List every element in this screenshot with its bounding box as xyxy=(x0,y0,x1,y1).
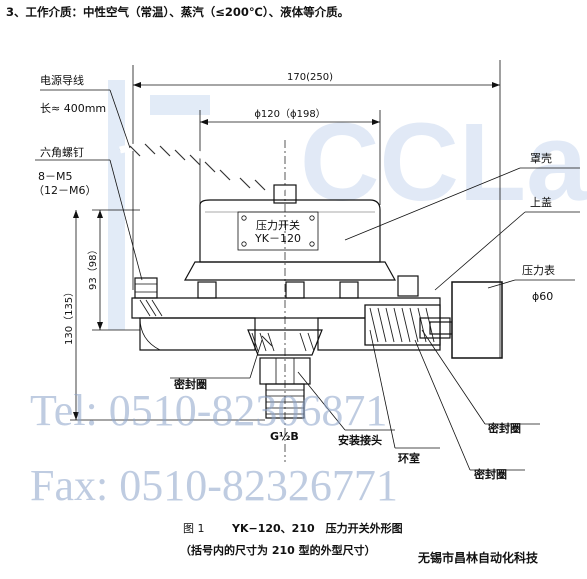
leader-lines xyxy=(35,89,580,471)
dim-height-total: 130（135） xyxy=(63,287,75,345)
label-seal-right-2: 密封圈 xyxy=(474,467,507,481)
power-cable xyxy=(119,142,297,204)
label-install-joint: 安装接头 xyxy=(338,433,382,447)
pressure-gauge-icon xyxy=(451,281,503,359)
label-pressure-gauge: 压力表 xyxy=(522,263,555,277)
nameplate xyxy=(237,211,319,251)
cover: 压力开关 YK－120 xyxy=(199,199,381,263)
label-screw-spec-alt: （12－M6） xyxy=(33,184,97,197)
label-power-wire: 电源导线 xyxy=(40,73,84,87)
hex-screw-icon xyxy=(134,275,419,299)
company-name: 无锡市昌林自动化科技 xyxy=(417,550,539,565)
caption-fig: 图 1 xyxy=(183,522,205,535)
nameplate-line2: YK－120 xyxy=(254,232,301,245)
label-gauge-dia: ϕ60 xyxy=(532,290,553,303)
label-cover: 罩壳 xyxy=(530,151,552,165)
working-medium-text: 3、工作介质：中性空气（常温）、蒸汽（≤200℃）、液体等介质。 xyxy=(6,5,350,19)
label-length: 长≈ 400mm xyxy=(40,102,106,115)
label-ring-chamber: 环室 xyxy=(398,451,420,465)
label-thread: G½B xyxy=(270,430,299,443)
nameplate-line1: 压力开关 xyxy=(256,218,300,232)
ring-chamber-section xyxy=(364,304,453,346)
dim-diameter: ϕ120（ϕ198） xyxy=(254,108,325,120)
labels: 电源导线 长≈ 400mm 六角螺钉 8－M5 （12－M6） 罩壳 上盖 压力… xyxy=(33,73,555,481)
dimension-texts: 170(250) ϕ120（ϕ198） 93（98） 130（135） xyxy=(63,72,333,345)
label-seal-left: 密封圈 xyxy=(174,377,207,391)
caption: 图 1 YK−120、210 压力开关外形图 （括号内的尺寸为 210 型的外型… xyxy=(180,521,539,565)
caption-note: （括号内的尺寸为 210 型的外型尺寸） xyxy=(180,543,376,557)
dim-overall-width: 170(250) xyxy=(287,72,333,83)
label-screw-spec: 8－M5 xyxy=(38,170,73,183)
label-seal-right-1: 密封圈 xyxy=(488,421,521,435)
dim-height-small: 93（98） xyxy=(87,245,99,290)
label-upper-cover: 上盖 xyxy=(530,195,552,209)
watermark-tel: Tel: 0510-82306871 xyxy=(30,386,387,435)
watermark-logo: CCLair xyxy=(108,80,587,330)
label-hex-screw: 六角螺钉 xyxy=(40,146,84,159)
caption-title: YK−120、210 压力开关外形图 xyxy=(231,521,403,535)
watermark-logo-text: CCLair xyxy=(300,101,587,224)
install-joint xyxy=(247,329,323,419)
watermark-fax: Fax: 0510-82326771 xyxy=(30,461,398,510)
